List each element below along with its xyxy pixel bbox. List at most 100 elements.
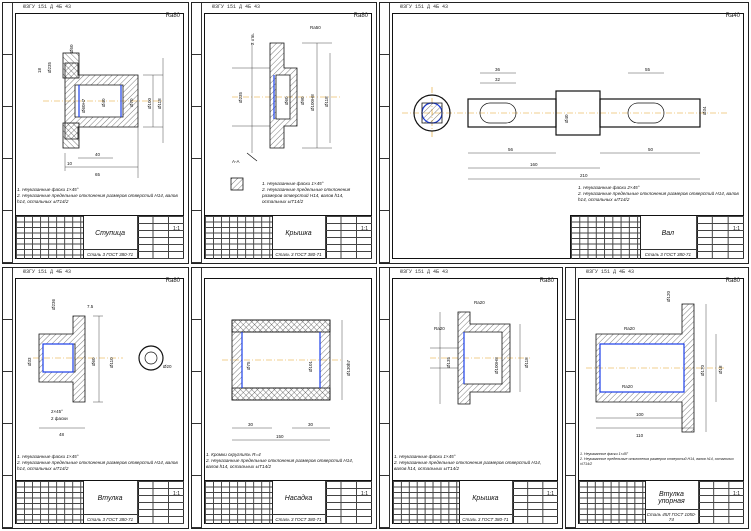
roughness-mark: Ra80	[165, 278, 180, 284]
dim-label: Ø170	[700, 364, 705, 376]
sheet-vtulka: ЮЗГУ 151 Д 4Б 43 Ra80 Ø236 7.5 Ø33 Ø60 Ø…	[2, 267, 189, 529]
title-block: Насадка Сталь 3 ГОСТ 380-71 1:1	[204, 480, 372, 524]
dim-label: Ø50	[69, 44, 74, 53]
dim-label: 36	[495, 67, 501, 72]
title-block: Ступица Сталь 3 ГОСТ 380-71 1:1	[15, 215, 184, 259]
dim-label: Ra20	[434, 326, 445, 331]
scale: 1:1	[733, 226, 740, 232]
note: 1. Неуказанные фаски 1×45°	[17, 187, 79, 192]
dim-label: Ø235	[47, 61, 52, 73]
title-block: Крышка Сталь 3 ГОСТ 380-71 1:1	[204, 215, 372, 259]
dim-label: 7.5	[87, 304, 94, 309]
dim-label: Ø235	[238, 91, 243, 103]
dim-label: 56	[508, 147, 514, 152]
dim-label: 55	[645, 67, 651, 72]
drawing-kryshka-1: 2 отв. Ø235 Ø60 Ø90 Ø100H8 Ø118 Ra50 А-А	[230, 25, 342, 191]
note: 2. Неуказанные предельные отклонения раз…	[578, 191, 739, 202]
sheet-kryshka-1: ЮЗГУ 151 Д 4Б 43 Ra80 2 отв. Ø235 Ø60 Ø9…	[191, 2, 377, 264]
part-name: Втулка упорная	[658, 491, 685, 505]
material: Сталь 45Л ГОСТ 1050-74	[645, 509, 698, 522]
drawing-stupitsa: 18 Ø235 Ø50 Ø60H7 Ø40 Ø70 Ø100 Ø118 10 4…	[37, 44, 164, 178]
note: 1. Неуказанные фаски 1×45°	[394, 454, 456, 459]
dim-label: Ø33	[27, 357, 32, 366]
dim-label: Ø60	[284, 96, 289, 105]
dim-label: 160	[530, 162, 538, 167]
scale: 1:1	[173, 491, 180, 497]
dim-label: 100	[636, 412, 644, 417]
dim-label: 2 отв.	[250, 33, 255, 45]
dim-label: А-А	[232, 159, 240, 164]
dim-label: 30	[248, 422, 254, 427]
roughness-mark: Ra80	[353, 13, 368, 19]
sheet-code: ЮЗГУ 151 Д 4Б 43	[23, 268, 72, 276]
sheet-code: ЮЗГУ 151 Д 4Б 43	[23, 3, 72, 11]
frame	[15, 13, 184, 259]
note: 1. Неуказанные фаски 2×45°	[578, 185, 640, 190]
dim-label: Ø118	[157, 98, 162, 109]
frame	[15, 278, 184, 524]
frame	[578, 278, 744, 524]
sheet-val: ЮЗГУ 151 Д 4Б 43 Ra40 36 32 Ø40 55 Ø34 5…	[379, 2, 749, 264]
dim-label: 30	[308, 422, 314, 427]
left-strip	[566, 268, 576, 528]
drawing-vtulka-upornaya: Ø120 Ra20 Ø170 Ø18 Ra20 100 110	[586, 290, 726, 438]
frame	[204, 278, 372, 524]
dim-label: Ø100H8	[494, 357, 499, 374]
dim-label: 18	[37, 67, 42, 73]
note: 2. Неуказанные предельные отклонения раз…	[394, 460, 542, 471]
part-name: Насадка	[284, 495, 313, 502]
frame	[204, 13, 372, 259]
left-strip	[192, 3, 202, 263]
dim-label: Ø100	[147, 97, 152, 109]
part-name: Крышка	[472, 495, 499, 502]
note: 2. Неуказанные предельные отклонения раз…	[580, 457, 734, 466]
roughness-mark: Ra40	[725, 13, 740, 19]
dim-label: 32	[495, 77, 501, 82]
sheet-code: ЮЗГУ 151 Д 4Б 43	[586, 268, 635, 276]
material: Сталь 3 ГОСТ 380-71	[640, 249, 696, 257]
title-block: Крышка Сталь 3 ГОСТ 380-71 1:1	[392, 480, 558, 524]
dim-label: Ø130h7	[346, 359, 351, 376]
roughness-mark: Ra80	[539, 278, 554, 284]
drawing-val: 36 32 Ø40 55 Ø34 56 50 160 210	[402, 67, 728, 180]
note: 1. Неуказанные фаски 1×45°	[17, 454, 79, 459]
note: 1. Неуказанные фаски 1×45°	[580, 452, 629, 456]
dim-label: Ø70	[129, 98, 134, 107]
dim-label: Ø18	[718, 365, 723, 374]
note: 2. Неуказанные предельные отклонения раз…	[17, 460, 178, 471]
dim-label: Ra20	[622, 384, 633, 389]
drawing-kryshka-2: Ra20 Ra20 Ø135 Ø100H8 Ø118	[430, 300, 530, 405]
note: 1. Кромки скруглить R=4	[206, 452, 261, 457]
dim-label: 65	[95, 172, 101, 177]
material: Сталь 3 ГОСТ 380-71	[271, 514, 326, 522]
material: Сталь 3 ГОСТ 380-71	[459, 514, 512, 522]
part-name: Вал	[661, 230, 675, 237]
sheet-stupitsa: ЮЗГУ 151 Д 4Б 43 Ra80 18 Ø235 Ø50 Ø60H7 …	[2, 2, 189, 264]
dim-label: Ø75	[246, 361, 251, 370]
dim-label: Ø100H8	[310, 94, 315, 111]
dim-label: Ra50	[310, 25, 321, 30]
dim-label: Ø90	[300, 96, 305, 105]
part-name: Втулка	[97, 495, 123, 502]
scale: 1:1	[173, 226, 180, 232]
notes: 1. Неуказанные фаски 1×45° 2. Неуказанны…	[580, 452, 740, 467]
note: 2. Неуказанные предельные отклонения раз…	[262, 187, 351, 204]
notes: 1. Неуказанные фаски 1×45° 2. Неуказанны…	[394, 454, 554, 472]
sheet-code: ЮЗГУ 151 Д 4Б 43	[400, 3, 449, 11]
sheet-nasadka: Ø75 Ø101 Ø130h7 30 30 150 1. Кромки скру…	[191, 267, 377, 529]
scale: 1:1	[547, 491, 554, 497]
dim-label: Ra20	[474, 300, 485, 305]
note: 1. Неуказанные фаски 1×45°	[262, 181, 324, 186]
title-block: Втулка Сталь 3 ГОСТ 380-71 1:1	[15, 480, 184, 524]
dim-label: Ø110	[109, 357, 114, 368]
scale: 1:1	[361, 226, 368, 232]
left-strip	[3, 3, 13, 263]
notes: 1. Неуказанные фаски 1×45° 2. Неуказанны…	[17, 454, 182, 472]
dim-label: 40	[95, 152, 101, 157]
part-name: Ступица	[95, 230, 126, 237]
drawing-vtulka: Ø236 7.5 Ø33 Ø60 Ø110 2×45° 2 фаски 48 Ø…	[27, 298, 172, 437]
part-name: Крышка	[285, 230, 312, 237]
dim-label: 2×45°	[51, 409, 63, 414]
roughness-mark: Ra80	[165, 13, 180, 19]
drawing-nasadka: Ø75 Ø101 Ø130h7 30 30 150	[222, 319, 351, 441]
